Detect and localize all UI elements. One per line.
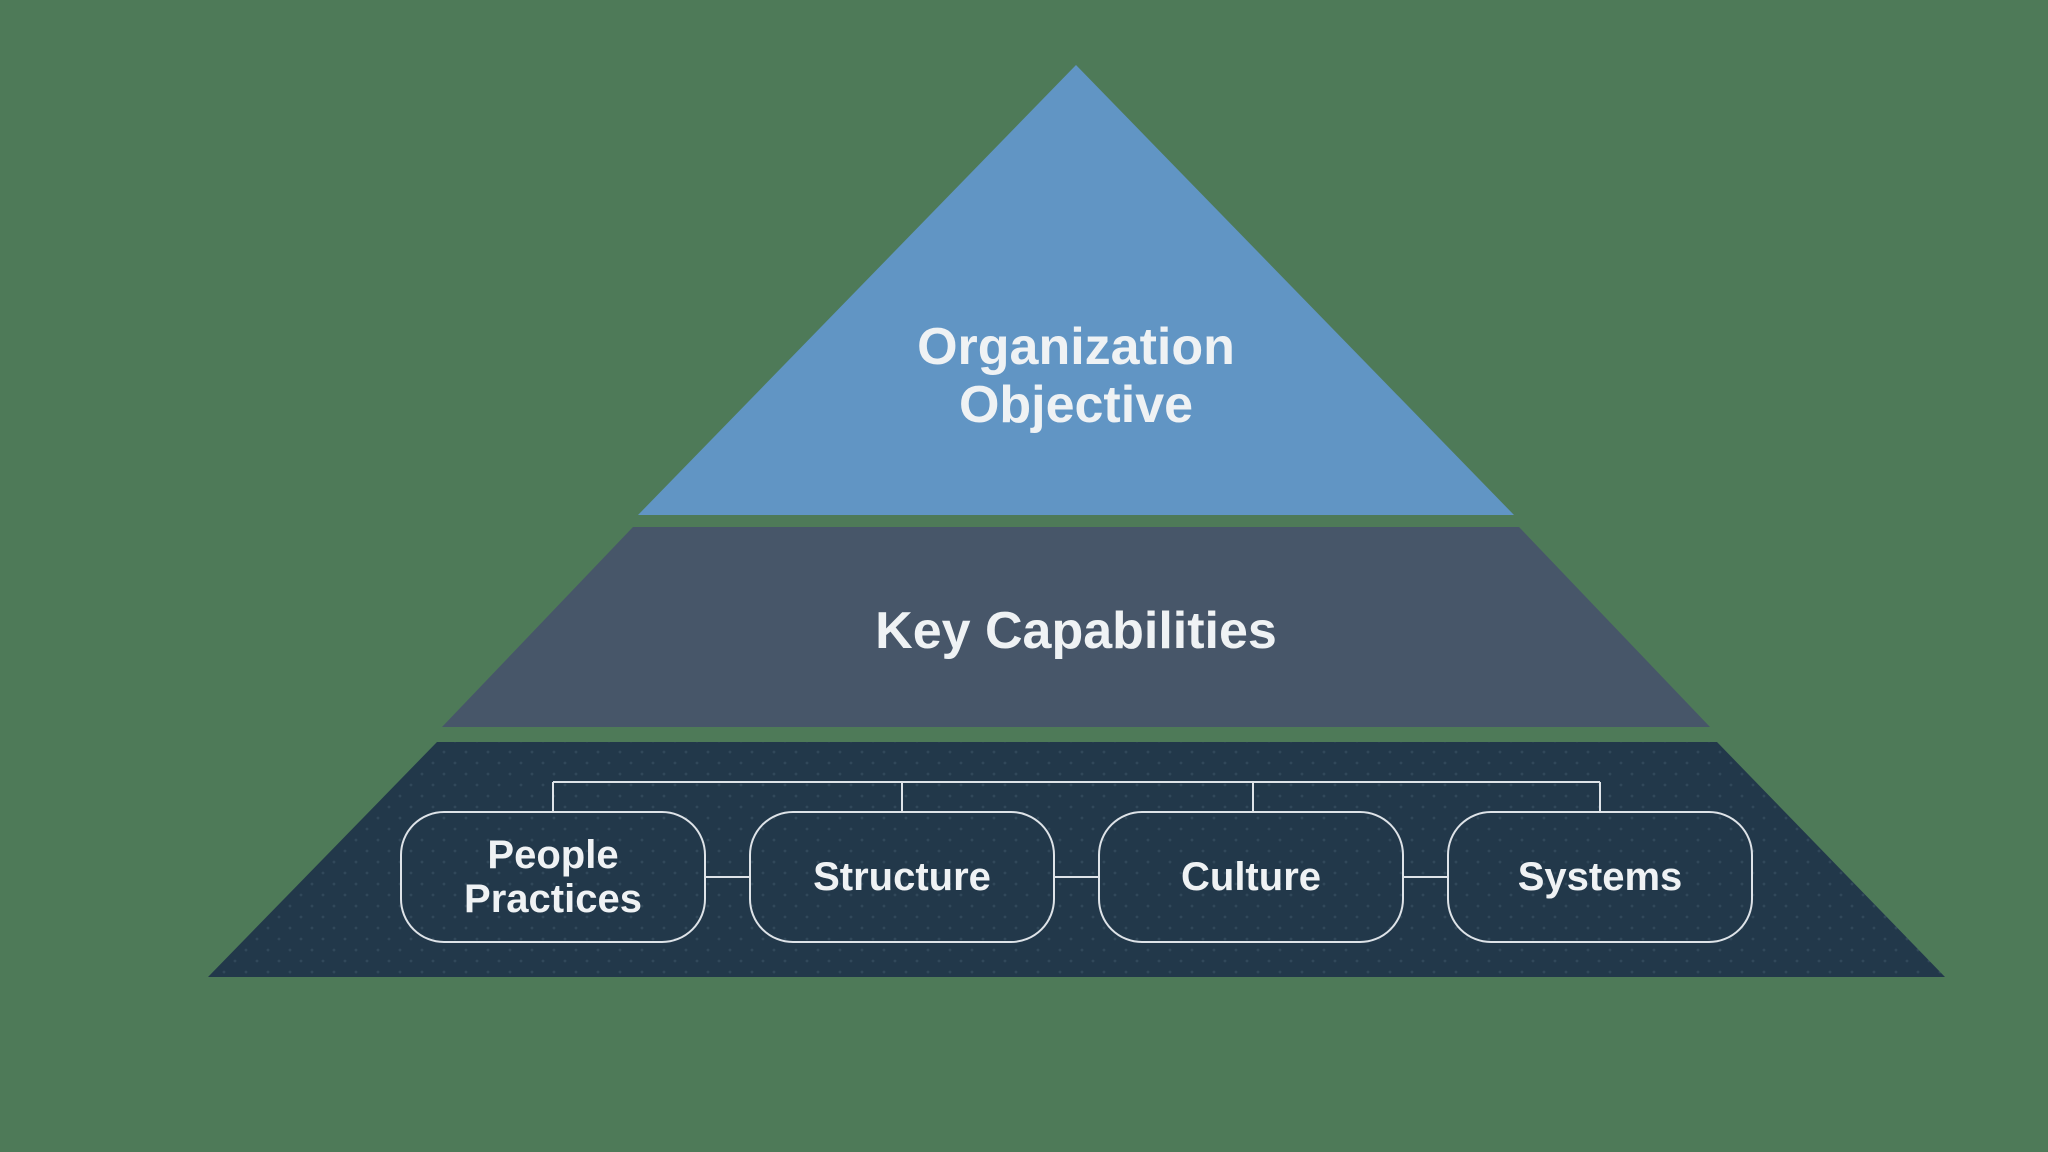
box-structure-label: Structure <box>813 855 991 899</box>
box-people-practices-line2: Practices <box>464 877 642 921</box>
box-systems: Systems <box>1447 811 1753 943</box>
tier1-label-line2: Objective <box>958 376 1194 434</box>
tier1-triangle-shape <box>638 65 1514 515</box>
box-structure: Structure <box>749 811 1055 943</box>
tier1-label-line1: Organization <box>917 318 1235 376</box>
tier2-trapezoid-shape <box>442 527 1710 727</box>
box-systems-label: Systems <box>1517 855 1683 899</box>
box-people-practices: People Practices <box>400 811 706 943</box>
box-culture: Culture <box>1098 811 1404 943</box>
tier2-label-key-capabilities: Key Capabilities <box>875 602 1277 660</box>
box-people-practices-line1: People <box>487 833 619 877</box>
tier3-dot-texture <box>208 742 1945 977</box>
box-culture-label: Culture <box>1181 855 1321 899</box>
tier1-label-organization-objective: Organization Objective <box>826 318 1326 434</box>
connector-lines <box>552 781 1601 878</box>
